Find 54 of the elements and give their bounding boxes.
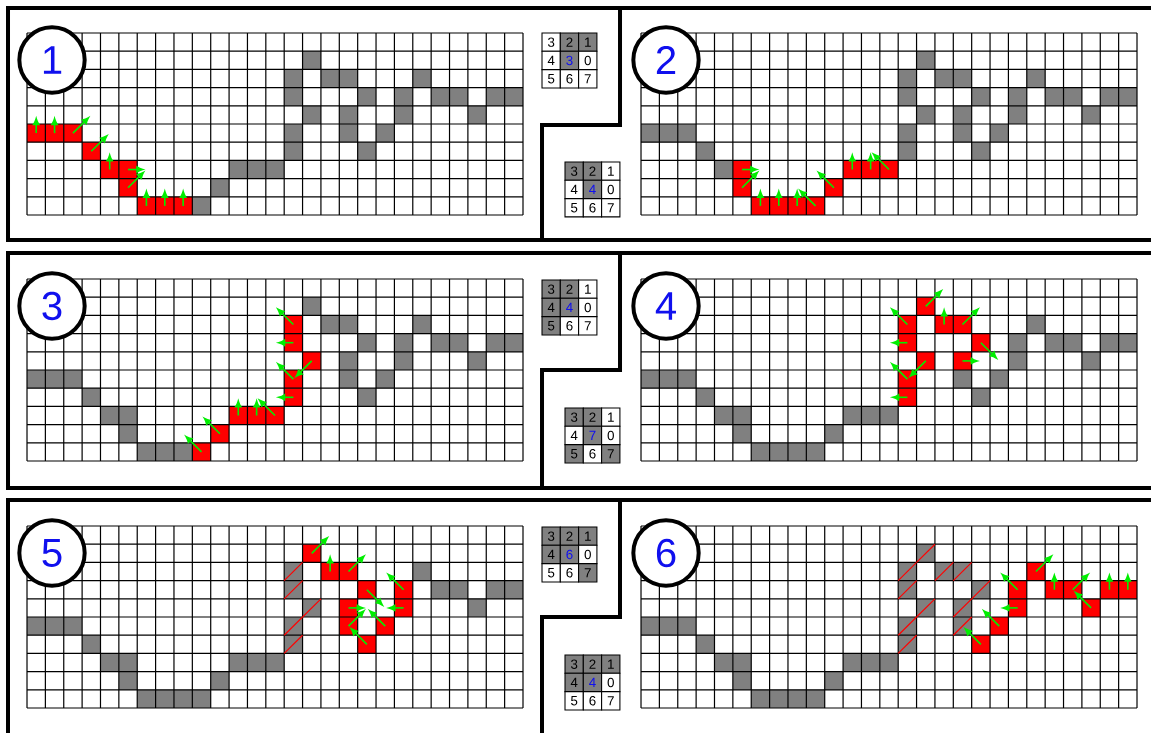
table-cell: 5 <box>541 316 561 336</box>
table-cell: 4 <box>559 297 580 318</box>
table-cell: 5 <box>564 198 584 218</box>
table-cell: 3 <box>541 526 561 546</box>
table-cell: 6 <box>559 544 580 565</box>
table-cell: 7 <box>578 316 598 336</box>
table-cell: 4 <box>564 179 584 200</box>
table-cell: 3 <box>564 654 584 674</box>
table-cell: 2 <box>582 161 603 181</box>
table-cell: 4 <box>582 179 603 200</box>
table-cell: 6 <box>582 198 603 218</box>
table-cell: 4 <box>541 544 561 565</box>
table-cell: 5 <box>541 69 561 89</box>
table-cell: 0 <box>578 544 598 565</box>
table-cell: 5 <box>564 444 584 464</box>
table-cell: 6 <box>559 316 580 336</box>
table-cell: 6 <box>559 563 580 583</box>
table-cell: 3 <box>564 161 584 181</box>
table-cell: 0 <box>578 297 598 318</box>
table-cell: 1 <box>578 32 598 52</box>
table-cell: 0 <box>601 425 621 446</box>
table-cell: 6 <box>582 691 603 711</box>
table-cell: 1 <box>601 161 621 181</box>
table-cell: 3 <box>564 407 584 427</box>
table-cell: 3 <box>541 279 561 299</box>
table-cell: 0 <box>601 672 621 693</box>
table-cell: 1 <box>578 279 598 299</box>
table-cell: 4 <box>582 672 603 693</box>
table-cell: 7 <box>582 425 603 446</box>
table-cell: 7 <box>601 198 621 218</box>
table-cell: 3 <box>541 32 561 52</box>
table-cell: 6 <box>582 444 603 464</box>
table-cell: 4 <box>564 425 584 446</box>
table-cell: 2 <box>582 654 603 674</box>
table-cell: 1 <box>601 654 621 674</box>
table-cell: 0 <box>578 50 598 71</box>
table-cell: 5 <box>564 691 584 711</box>
table-cell: 0 <box>601 179 621 200</box>
table-cell: 2 <box>559 279 580 299</box>
table-cell: 7 <box>578 69 598 89</box>
table-cell: 4 <box>564 672 584 693</box>
table-cell: 7 <box>601 691 621 711</box>
table-cell: 3 <box>559 50 580 71</box>
table-cell: 5 <box>541 563 561 583</box>
table-cell: 4 <box>541 297 561 318</box>
table-cell: 7 <box>578 563 598 583</box>
table-cell: 6 <box>559 69 580 89</box>
table-cell: 1 <box>578 526 598 546</box>
table-cell: 2 <box>559 526 580 546</box>
table-cell: 1 <box>601 407 621 427</box>
table-cell: 7 <box>601 444 621 464</box>
table-cell: 2 <box>582 407 603 427</box>
table-cell: 4 <box>541 50 561 71</box>
table-cell: 2 <box>559 32 580 52</box>
